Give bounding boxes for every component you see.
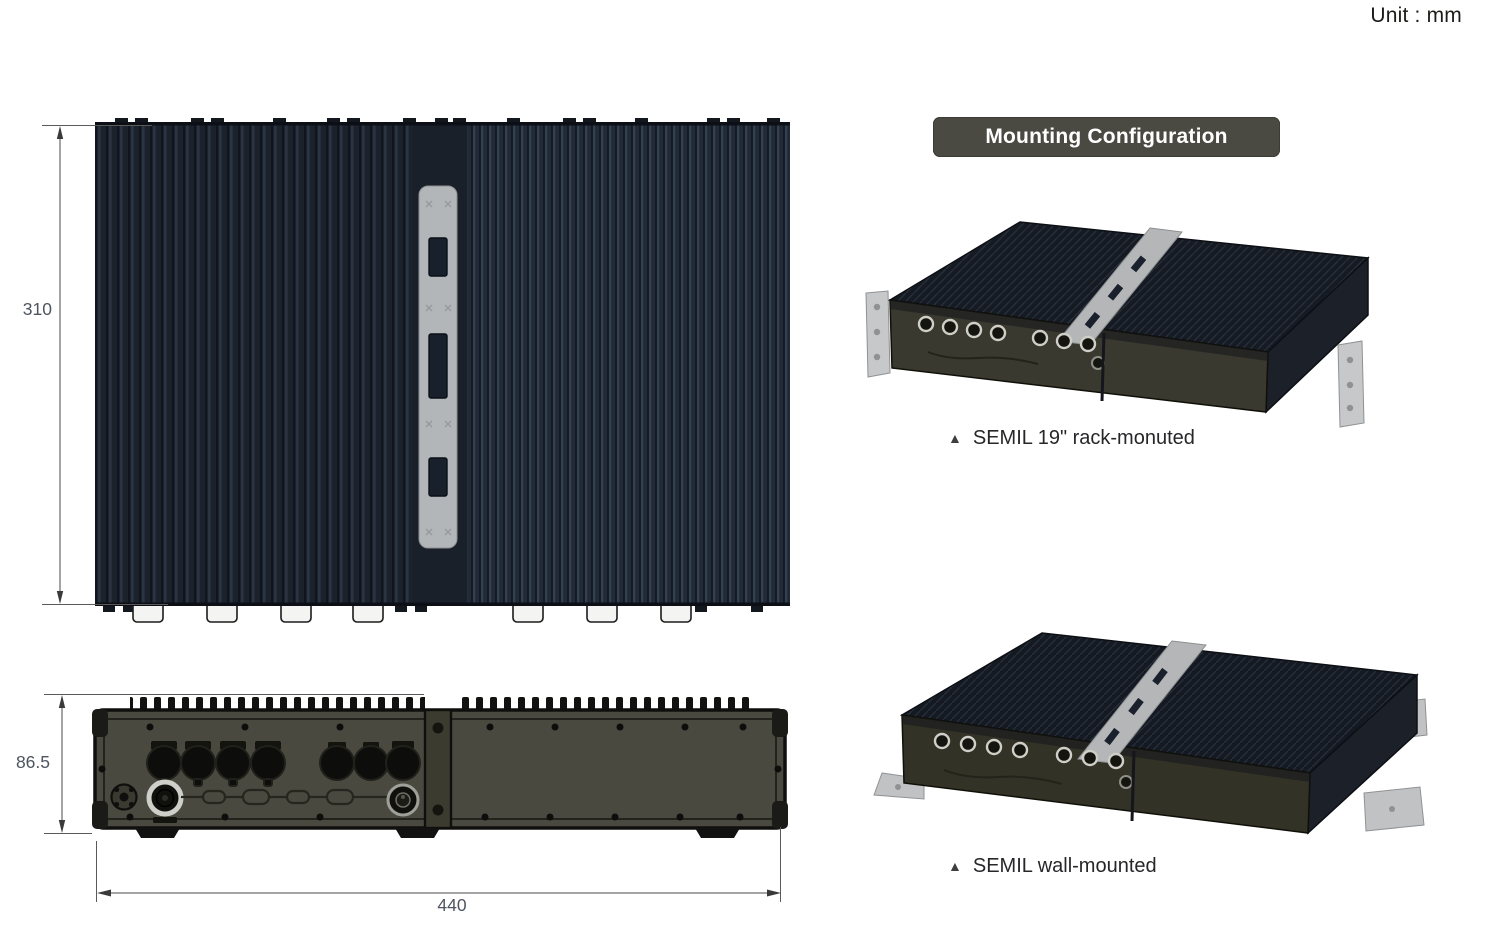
dim-310-label: 310 bbox=[23, 299, 52, 319]
unit-label: Unit : mm bbox=[1370, 4, 1462, 27]
caption-rack-text: SEMIL 19" rack-monuted bbox=[972, 427, 1195, 449]
front-view-drawing bbox=[92, 697, 788, 838]
rack-ear-right bbox=[1337, 340, 1365, 428]
heatsink-left-half bbox=[95, 122, 428, 606]
rack-ear-left bbox=[865, 290, 891, 378]
io-ring-connector bbox=[386, 783, 420, 817]
caption-wall-text: SEMIL wall-mounted bbox=[972, 855, 1157, 877]
flange-connector bbox=[110, 783, 138, 811]
heatsink-right-half bbox=[432, 122, 790, 606]
bracket-screws bbox=[425, 200, 452, 536]
dim-86-5-label: 86.5 bbox=[16, 752, 50, 772]
dim-440 bbox=[96, 827, 781, 902]
mounting-bracket bbox=[418, 185, 458, 549]
center-hinge bbox=[423, 708, 453, 830]
caption-rack-mounted: ▲ SEMIL 19" rack-monuted bbox=[948, 427, 1195, 450]
triangle-marker-icon: ▲ bbox=[948, 857, 962, 874]
rack-mounted-image bbox=[865, 221, 1370, 428]
top-bracket-strip bbox=[1077, 640, 1207, 764]
triangle-marker-icon: ▲ bbox=[948, 429, 962, 446]
corner-posts bbox=[92, 709, 788, 829]
dim-440-label: 440 bbox=[437, 895, 466, 915]
top-view-drawing bbox=[95, 118, 790, 623]
feet bbox=[135, 828, 740, 838]
screws bbox=[98, 723, 782, 821]
front-connectors bbox=[933, 732, 1136, 822]
front-connectors bbox=[917, 315, 1106, 402]
wall-mounted-image bbox=[873, 632, 1428, 835]
top-bracket-strip bbox=[1057, 227, 1183, 346]
chain-engraving bbox=[181, 788, 395, 806]
caption-wall-mounted: ▲ SEMIL wall-mounted bbox=[948, 855, 1157, 878]
mounting-config-badge: Mounting Configuration bbox=[933, 117, 1280, 157]
power-connector bbox=[146, 779, 184, 823]
bracket-slots bbox=[428, 237, 448, 497]
chassis-front bbox=[889, 299, 1269, 413]
dim-86-5 bbox=[44, 694, 424, 834]
dim-310 bbox=[42, 125, 168, 605]
technical-drawing: 310 bbox=[16, 118, 790, 915]
